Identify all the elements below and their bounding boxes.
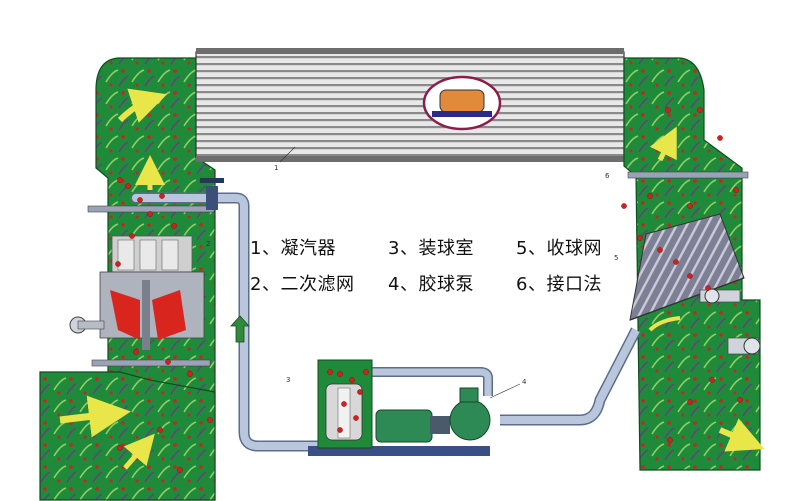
- rubber-ball: [157, 427, 163, 433]
- rubber-ball: [673, 259, 679, 265]
- rubber-ball: [687, 203, 693, 209]
- legend-item-ball-chamber: 3、装球室: [388, 234, 474, 260]
- rubber-ball: [117, 445, 123, 451]
- rubber-ball: [115, 261, 121, 267]
- rubber-ball: [697, 107, 703, 113]
- rubber-ball: [357, 389, 363, 395]
- ball-collecting-net: 5: [614, 213, 761, 355]
- rubber-ball: [647, 193, 653, 199]
- rubber-ball: [187, 371, 193, 377]
- rubber-ball: [621, 203, 627, 209]
- rubber-balls: [115, 107, 743, 473]
- rubber-ball: [363, 369, 369, 375]
- rubber-ball: [137, 197, 143, 203]
- legend-label: 装球室: [418, 238, 474, 259]
- callout-4-text: 4: [522, 378, 527, 386]
- legend-num: 1: [250, 238, 262, 259]
- rubber-ball: [117, 177, 123, 183]
- legend-sep: 、: [399, 238, 419, 259]
- rubber-ball: [129, 233, 135, 239]
- callout-2-text: 2: [206, 240, 210, 248]
- secondary-filter: 2: [69, 235, 210, 350]
- legend-num: 3: [388, 238, 400, 259]
- ball-pump: 4: [375, 378, 527, 443]
- rubber-ball: [687, 273, 693, 279]
- rubber-ball: [327, 369, 333, 375]
- rubber-ball: [147, 211, 153, 217]
- rubber-ball: [705, 285, 711, 291]
- rubber-ball: [349, 377, 355, 383]
- rubber-ball: [125, 183, 131, 189]
- legend-sep: 、: [399, 274, 419, 295]
- rubber-ball: [177, 467, 183, 473]
- legend-item-secondary-filter: 2、二次滤网: [250, 270, 354, 296]
- legend-label: 收球网: [546, 238, 602, 259]
- rubber-ball: [687, 399, 693, 405]
- rubber-ball: [133, 349, 139, 355]
- rubber-ball: [667, 437, 673, 443]
- legend-num: 2: [250, 274, 262, 295]
- rubber-ball: [341, 401, 347, 407]
- callout-1-text: 1: [274, 164, 278, 172]
- rubber-ball: [733, 187, 739, 193]
- rubber-ball: [159, 193, 165, 199]
- rubber-ball: [709, 377, 715, 383]
- callout-5-text: 5: [614, 254, 618, 262]
- legend-item-flange: 6、接口法: [516, 270, 602, 296]
- legend-sep: 、: [261, 238, 281, 259]
- rubber-ball: [353, 415, 359, 421]
- rubber-ball: [717, 135, 723, 141]
- legend-sep: 、: [527, 238, 547, 259]
- rubber-ball: [737, 397, 743, 403]
- rubber-ball: [337, 427, 343, 433]
- callout-3-text: 3: [286, 376, 290, 384]
- rubber-ball: [165, 359, 171, 365]
- rubber-ball: [665, 107, 671, 113]
- legend-label: 胶球泵: [418, 274, 474, 295]
- rubber-ball: [337, 371, 343, 377]
- rubber-ball: [171, 223, 177, 229]
- legend-label: 凝汽器: [280, 238, 336, 259]
- rubber-ball: [637, 235, 643, 241]
- legend-label: 接口法: [546, 274, 602, 295]
- legend-item-condenser: 1、凝汽器: [250, 234, 336, 260]
- legend-sep: 、: [527, 274, 547, 295]
- legend-num: 4: [388, 274, 400, 295]
- legend-num: 5: [516, 238, 528, 259]
- rubber-ball: [657, 247, 663, 253]
- legend-num: 6: [516, 274, 528, 295]
- legend-item-ball-pump: 4、胶球泵: [388, 270, 474, 296]
- condenser: 1: [195, 48, 625, 172]
- callout-6-text: 6: [605, 172, 610, 180]
- legend-item-ball-net: 5、收球网: [516, 234, 602, 260]
- pipework: [130, 178, 641, 452]
- legend-label: 二次滤网: [280, 274, 355, 295]
- rubber-ball: [207, 417, 213, 423]
- legend-sep: 、: [261, 274, 281, 295]
